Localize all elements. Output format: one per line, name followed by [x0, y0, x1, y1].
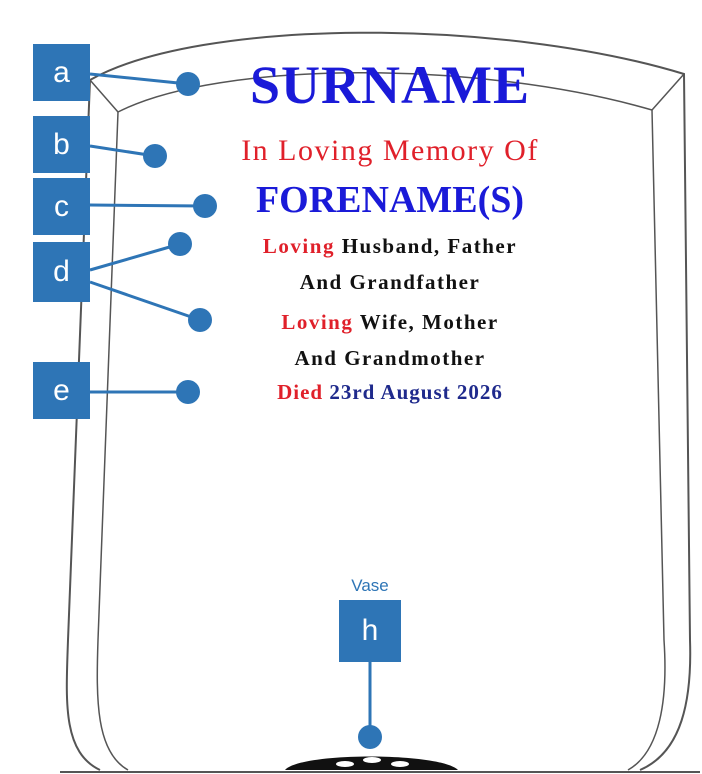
- memory-inscription: In Loving Memory Of: [241, 134, 539, 167]
- label-badge-e: e: [33, 362, 90, 419]
- leader-line-a: [89, 72, 189, 86]
- label-badge-b: b: [33, 116, 90, 173]
- leader-line-d-upper: [89, 242, 181, 272]
- verse-line-3-highlight: Loving: [281, 310, 354, 334]
- verse-line-3-text: Wife, Mother: [353, 310, 499, 334]
- verse-line-4: And Grandmother: [294, 346, 486, 370]
- label-badge-h: h: [339, 600, 401, 662]
- verse-line-1-highlight: Loving: [262, 234, 335, 258]
- bevel-right: [651, 73, 685, 111]
- pointer-dot-d-lower: [188, 308, 212, 332]
- date-inscription: Died 23rd August 2026: [150, 380, 630, 405]
- died-date: 23rd August 2026: [323, 380, 503, 404]
- verse-line-3: Loving Wife, Mother: [150, 310, 630, 335]
- pointer-dot-c: [193, 194, 217, 218]
- pointer-dot-b: [143, 144, 167, 168]
- bevel-left: [89, 79, 119, 113]
- leader-line-c: [89, 203, 206, 208]
- died-word: Died: [277, 380, 324, 404]
- label-badge-a: a: [33, 44, 90, 101]
- vase-shape: [285, 756, 458, 770]
- headstone-inner-edge: [96, 72, 666, 771]
- pointer-dot-a: [176, 72, 200, 96]
- vase-caption: Vase: [351, 576, 389, 595]
- forename-inscription: FORENAME(S): [255, 179, 525, 221]
- verse-line-1: Loving Husband, Father: [150, 234, 630, 259]
- leader-line-d-lower: [89, 280, 201, 322]
- headstone-outer-edge: [65, 31, 692, 771]
- verse-line-2: And Grandfather: [299, 270, 481, 294]
- surname-inscription: SURNAME: [249, 55, 530, 115]
- label-badge-d: d: [33, 242, 90, 302]
- pointer-dot-h: [358, 725, 382, 749]
- pointer-dot-d-upper: [168, 232, 192, 256]
- label-badge-c: c: [33, 178, 90, 235]
- pointer-dot-e: [176, 380, 200, 404]
- verse-line-1-text: Husband, Father: [334, 234, 518, 258]
